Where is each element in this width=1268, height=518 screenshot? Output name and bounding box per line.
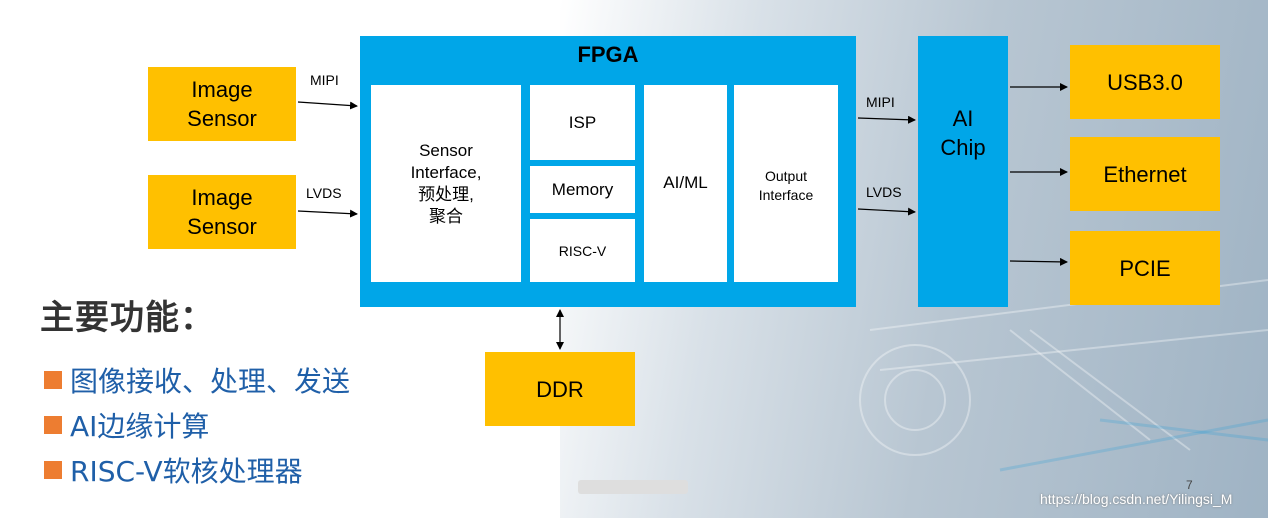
sensor-interface-line4: 聚合	[429, 206, 463, 226]
arrow-sensor2-to-fpga	[297, 209, 358, 218]
feature-item-2: AI边缘计算	[44, 405, 209, 445]
output-interface-line1: Output	[764, 168, 807, 184]
usb3-block: USB3.0	[1070, 45, 1220, 119]
isp-label: ISP	[568, 112, 597, 132]
ai-chip-line2: Chip	[940, 135, 986, 160]
memory-block: Memory	[530, 166, 635, 213]
page-number: 7	[1186, 478, 1193, 492]
link-label-lvds-out: LVDS	[866, 184, 902, 200]
feature-item-3: RISC-V软核处理器	[44, 450, 303, 490]
link-label-mipi-in: MIPI	[310, 72, 339, 88]
aiml-label: AI/ML	[663, 173, 708, 192]
image-sensor-1-line1: Image	[191, 77, 253, 102]
bullet-square-icon	[44, 371, 62, 389]
sensor-interface-line3: 预处理,	[418, 184, 474, 204]
watermark-url: https://blog.csdn.net/Yilingsi_M	[1040, 491, 1233, 507]
ai-chip-block: AI Chip	[918, 36, 1008, 307]
arrow-aichip-to-pcie	[1009, 257, 1068, 266]
image-sensor-2-line2: Sensor	[187, 214, 257, 239]
ai-chip-line1: AI	[952, 106, 974, 131]
link-label-mipi-out: MIPI	[866, 94, 895, 110]
feature-item-2-text: AI边缘计算	[70, 410, 210, 443]
arrow-sensor1-to-fpga	[297, 101, 358, 110]
feature-item-3-text: RISC-V软核处理器	[70, 455, 303, 488]
ethernet-label: Ethernet	[1103, 161, 1187, 187]
pcie-block: PCIE	[1070, 231, 1220, 305]
link-label-lvds-in: LVDS	[306, 185, 342, 201]
feature-item-1-text: 图像接收、处理、发送	[70, 365, 351, 398]
isp-block: ISP	[530, 85, 635, 160]
bullet-square-icon	[44, 461, 62, 479]
ddr-block: DDR	[485, 352, 635, 426]
ddr-label: DDR	[536, 376, 584, 402]
output-interface-block: Output Interface	[734, 85, 838, 282]
arrow-fpga-to-aichip-lvds	[857, 207, 916, 216]
features-title: 主要功能：	[40, 298, 215, 338]
ethernet-block: Ethernet	[1070, 137, 1220, 211]
riscv-label: RISC-V	[558, 242, 607, 259]
fpga-title: FPGA	[577, 42, 639, 67]
blurred-logo	[578, 480, 688, 494]
image-sensor-2-line1: Image	[191, 185, 253, 210]
memory-label: Memory	[551, 179, 614, 199]
sensor-interface-line2: Interface,	[410, 162, 482, 182]
arrow-fpga-to-aichip-mipi	[857, 115, 916, 124]
sensor-interface-block: Sensor Interface, 预处理, 聚合	[371, 85, 521, 282]
bullet-square-icon	[44, 416, 62, 434]
output-interface-line2: Interface	[758, 187, 814, 203]
image-sensor-1-line2: Sensor	[187, 106, 257, 131]
pcie-label: PCIE	[1119, 255, 1171, 281]
aiml-block: AI/ML	[644, 85, 727, 282]
feature-item-1: 图像接收、处理、发送	[44, 360, 350, 400]
sensor-interface-line1: Sensor	[419, 140, 473, 160]
riscv-block: RISC-V	[530, 219, 635, 282]
usb3-label: USB3.0	[1107, 69, 1183, 95]
